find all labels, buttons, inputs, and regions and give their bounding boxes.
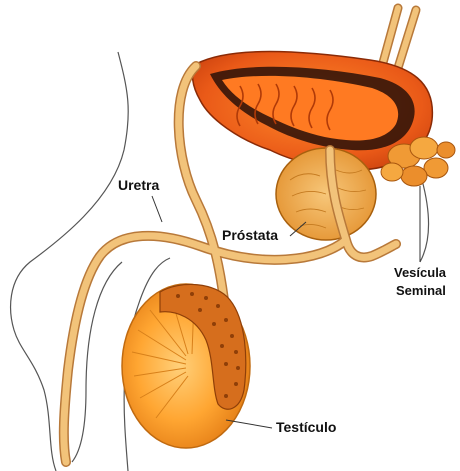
seminal-vesicle-label-line1: Vesícula [394, 266, 446, 280]
prostate-label: Próstata [222, 228, 278, 243]
urethra-label: Uretra [118, 178, 159, 193]
testicle-leader [226, 420, 272, 428]
testicle-label: Testículo [276, 420, 336, 435]
urethra-leader [152, 196, 162, 222]
seminal-vesicle-label-line2: Seminal [396, 284, 446, 298]
right-body-outline [420, 180, 429, 262]
